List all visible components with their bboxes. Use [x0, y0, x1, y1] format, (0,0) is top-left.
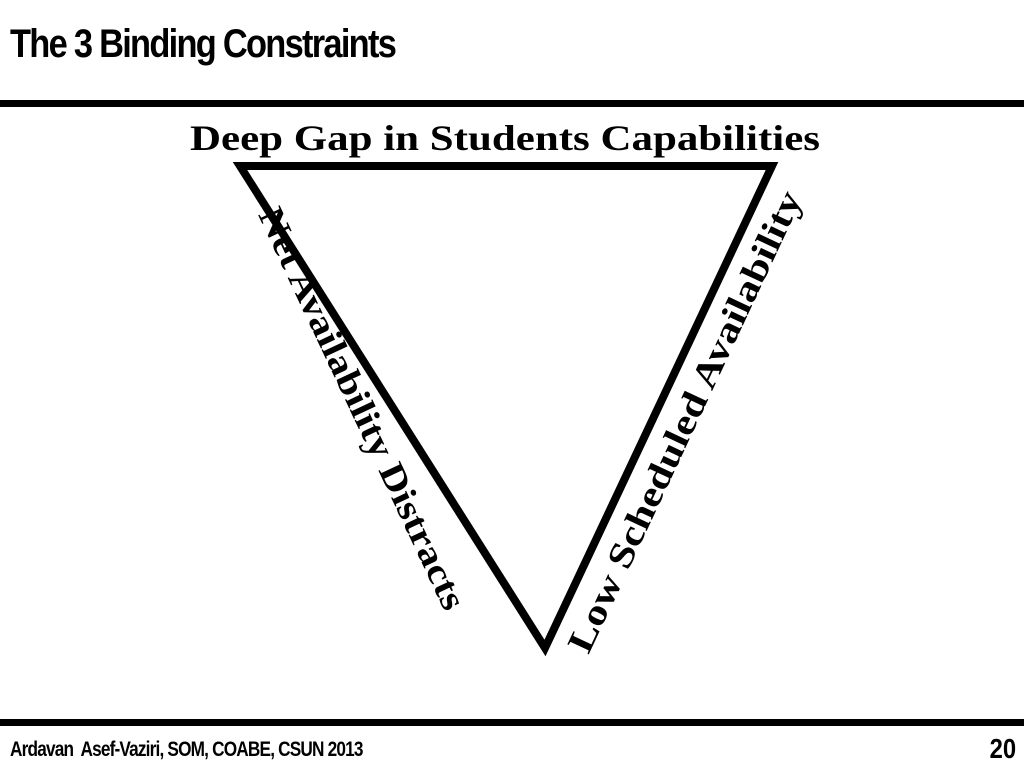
title-divider: [0, 100, 1024, 107]
footer-credit: Ardavan Asef-Vaziri, SOM, COABE, CSUN 20…: [10, 738, 363, 761]
footer-divider: [0, 719, 1024, 726]
slide-title: The 3 Binding Constraints: [10, 22, 397, 66]
page-number: 20: [989, 733, 1016, 764]
constraints-triangle: [232, 162, 779, 657]
left-constraint-label: Net Availability Distracts: [251, 201, 475, 616]
top-constraint-label: Deep Gap in Students Capabilities: [190, 118, 820, 158]
right-constraint-label: Low Scheduled Availability: [559, 184, 809, 658]
